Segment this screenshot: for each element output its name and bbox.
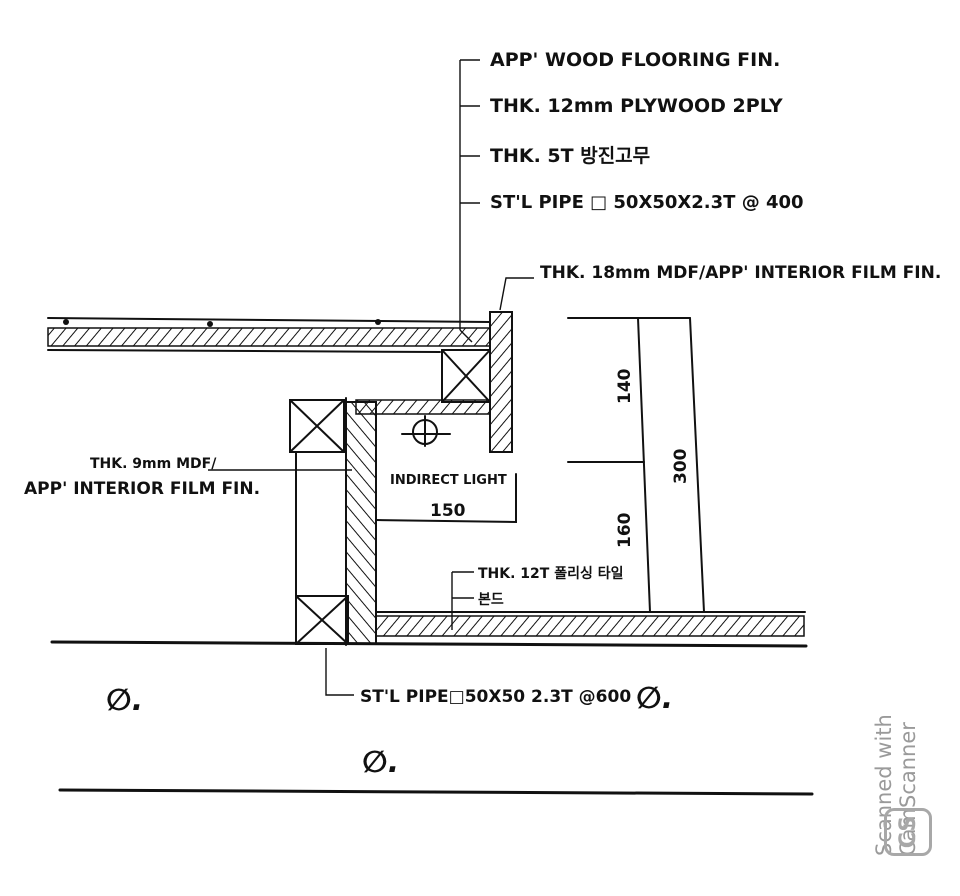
mdf-18-panel xyxy=(489,311,513,453)
label-rubber: THK. 5T 방진고무 xyxy=(490,145,650,167)
label-tile-line2: 본드 xyxy=(478,592,504,608)
dim-140: 140 xyxy=(615,368,635,404)
steel-pipe-upper xyxy=(441,349,491,403)
label-mdf-9-line2: APP' INTERIOR FILM FIN. xyxy=(24,479,260,499)
raised-floor-slab xyxy=(47,317,491,353)
floor-line xyxy=(50,640,808,648)
level-mark-left: ∅. xyxy=(106,683,143,718)
level-mark-right: ∅. xyxy=(636,681,673,716)
label-indirect-light: INDIRECT LIGHT xyxy=(390,473,507,488)
dimension-lines xyxy=(375,317,705,613)
label-mdf-18: THK. 18mm MDF/APP' INTERIOR FILM FIN. xyxy=(540,263,941,283)
label-tile-line1: THK. 12T 폴리싱 타일 xyxy=(478,566,624,582)
leader-lines-top xyxy=(208,59,534,696)
label-plywood: THK. 12mm PLYWOOD 2PLY xyxy=(490,95,783,117)
label-pipe-top: ST'L PIPE □ 50X50X2.3T @ 400 xyxy=(490,192,804,213)
steel-pipe-left-bottom xyxy=(295,595,349,645)
light-fixture-icon xyxy=(401,415,451,447)
base-line xyxy=(58,788,814,796)
mdf-9-wall xyxy=(345,401,377,645)
dim-300: 300 xyxy=(671,448,691,484)
tile-floor xyxy=(375,611,806,637)
label-mdf-9-line1: THK. 9mm MDF/ xyxy=(90,456,217,472)
camscanner-logo-icon: CS xyxy=(884,808,932,856)
label-pipe-bottom: ST'L PIPE□50X50 2.3T @600 xyxy=(360,687,631,707)
level-mark-bottom: ∅. xyxy=(362,745,399,780)
dim-160: 160 xyxy=(615,512,635,548)
dim-150: 150 xyxy=(430,501,466,521)
label-wood-flooring: APP' WOOD FLOORING FIN. xyxy=(490,49,780,71)
steel-pipe-left-top xyxy=(289,399,345,453)
scanner-watermark: Scanned with CamScanner CS xyxy=(872,646,942,876)
